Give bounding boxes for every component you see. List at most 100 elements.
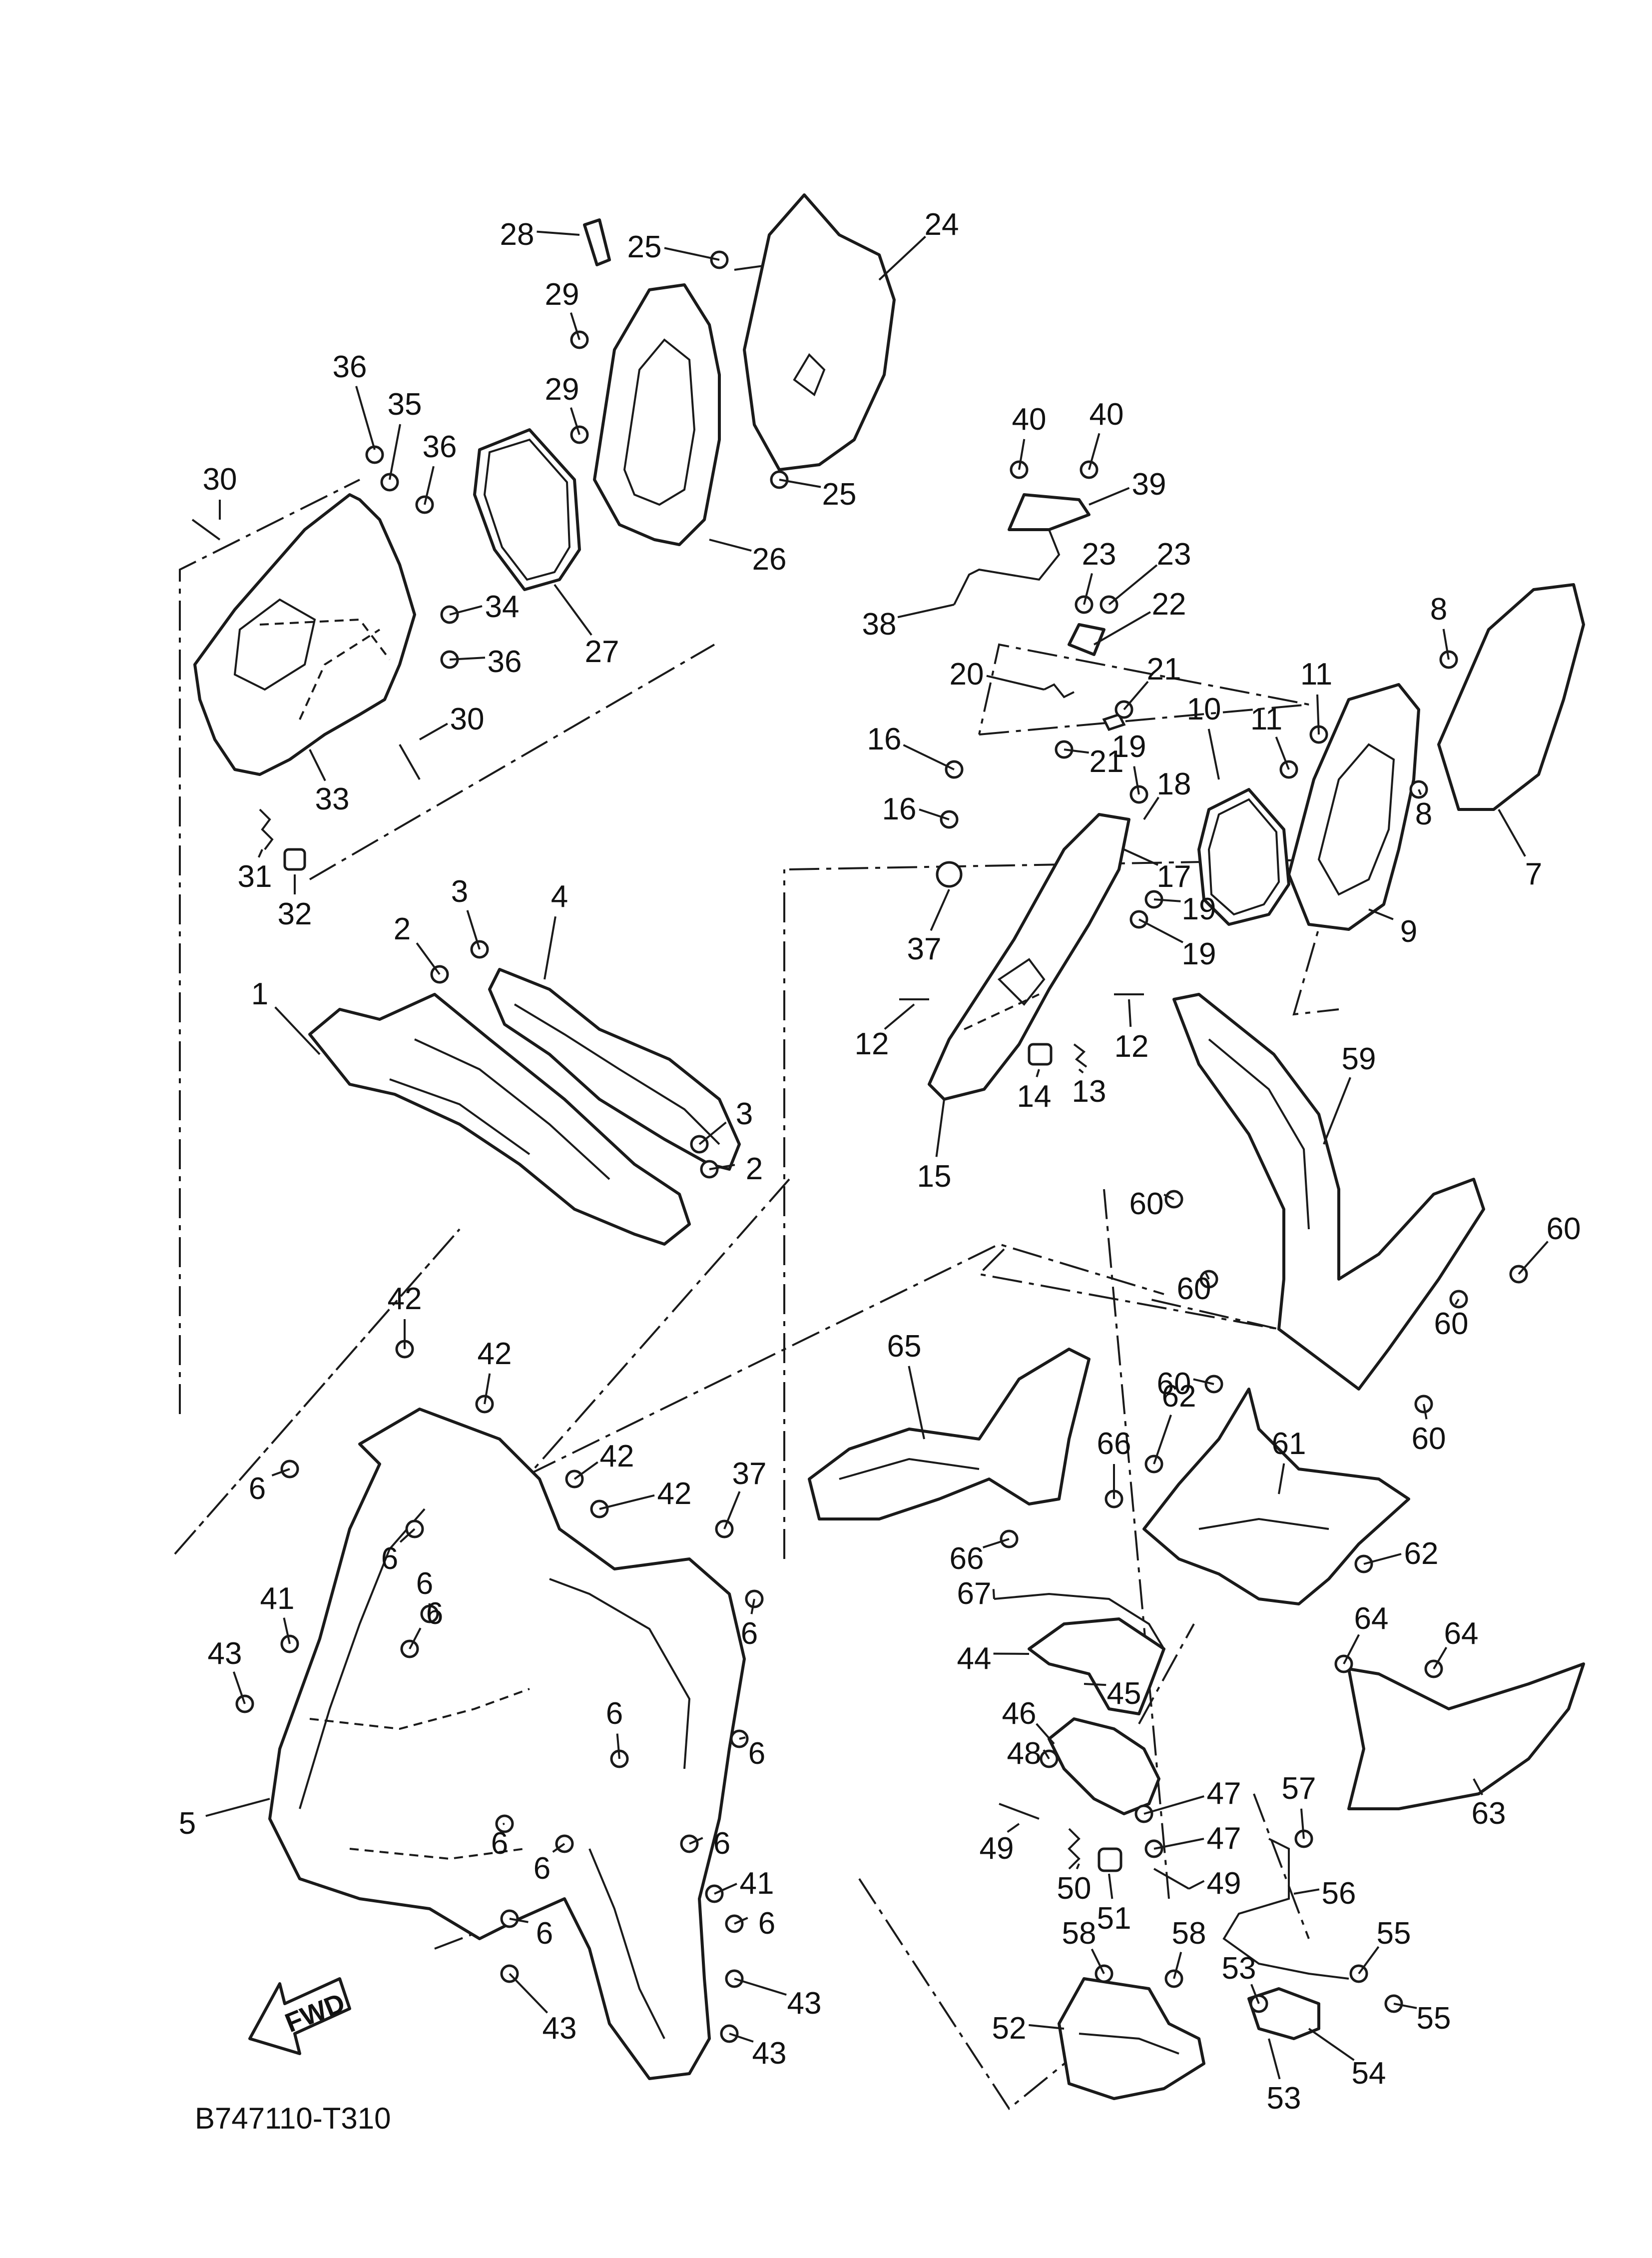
leader-6	[509, 1918, 529, 1923]
leader-59	[1323, 1077, 1351, 1145]
leader-41	[714, 1883, 737, 1895]
callout-5: 5	[179, 1806, 196, 1841]
callout-8: 8	[1415, 797, 1432, 831]
leader-21	[1064, 749, 1089, 754]
part-5-front-body	[268, 1408, 746, 2080]
callout-31: 31	[238, 859, 272, 894]
leader-48	[1043, 1749, 1050, 1760]
callout-29: 29	[545, 372, 579, 407]
callout-43: 43	[543, 2011, 577, 2046]
leader-49	[1188, 1880, 1205, 1890]
callout-36: 36	[488, 645, 522, 679]
leader-6	[750, 1598, 755, 1614]
callout-29: 29	[545, 277, 579, 312]
callout-62: 62	[1404, 1536, 1439, 1571]
callout-9: 9	[1400, 914, 1417, 949]
callout-43: 43	[752, 2036, 787, 2071]
part-10-gasket-inner	[1207, 798, 1280, 916]
callout-6: 6	[741, 1616, 758, 1651]
leader-14	[1036, 1069, 1040, 1077]
callout-17: 17	[1157, 859, 1191, 894]
leader-2	[709, 1164, 735, 1170]
callout-3: 3	[451, 874, 468, 909]
leader-3	[698, 1121, 727, 1145]
leader-13	[1078, 1068, 1084, 1074]
callout-64: 64	[1444, 1616, 1479, 1651]
leader-40	[1088, 433, 1101, 470]
leader-60	[1423, 1404, 1428, 1420]
part-52-lock	[1058, 1977, 1205, 2100]
diagram-code: B747110-T310	[195, 2102, 391, 2135]
callout-48: 48	[1007, 1736, 1042, 1771]
leader-12	[1128, 999, 1132, 1027]
part-49-pin-right	[1153, 1868, 1189, 1890]
callout-67: 67	[957, 1576, 992, 1611]
leader-47	[1153, 1838, 1204, 1850]
callout-53: 53	[1222, 1951, 1256, 1986]
group-boundaries	[174, 249, 1340, 2110]
leader-19	[1138, 918, 1183, 943]
callout-59: 59	[1342, 1042, 1376, 1076]
callout-19: 19	[1112, 730, 1146, 764]
leader-37	[930, 889, 950, 931]
callout-32: 32	[278, 897, 312, 931]
callout-42: 42	[388, 1282, 422, 1316]
fwd-arrow: FWD	[248, 1977, 351, 2055]
leader-60	[1205, 1273, 1210, 1280]
callout-35: 35	[388, 387, 422, 422]
callout-57: 57	[1282, 1771, 1316, 1806]
callout-6: 6	[491, 1826, 508, 1861]
callout-25: 25	[822, 477, 857, 512]
part-4-upper-trim	[488, 968, 741, 1171]
leader-31	[258, 849, 263, 858]
leader-18	[1143, 796, 1159, 820]
callout-12: 12	[1114, 1029, 1149, 1064]
part-30-pin-upper	[191, 519, 221, 541]
callout-6: 6	[426, 1596, 443, 1631]
callout-30: 30	[203, 462, 237, 497]
part-18-pad	[1102, 713, 1126, 732]
callout-66: 66	[1097, 1427, 1131, 1461]
leader-26	[709, 539, 752, 552]
part-32-damper	[283, 848, 306, 871]
part-1-inner-bracket	[308, 993, 691, 1246]
part-37-grommet	[936, 861, 963, 888]
part-38-cable	[953, 529, 1061, 605]
leader-60	[1518, 1241, 1549, 1275]
callout-30: 30	[450, 702, 485, 737]
callout-56: 56	[1322, 1876, 1356, 1911]
leader-45	[1084, 1683, 1106, 1686]
callout-2: 2	[746, 1152, 763, 1186]
part-9-panel	[1287, 683, 1420, 931]
leader-51	[1108, 1873, 1113, 1899]
leader-6	[409, 1627, 422, 1649]
callout-37: 37	[907, 932, 942, 966]
leader-53	[1250, 1984, 1260, 2004]
callout-21: 21	[1147, 652, 1181, 687]
callout-60: 60	[1547, 1212, 1581, 1246]
leader-17	[1123, 848, 1158, 866]
part-28-trim	[583, 218, 611, 266]
part-46-latch-housing	[1048, 1717, 1160, 1815]
callout-42: 42	[600, 1439, 634, 1474]
callout-16: 16	[867, 722, 902, 756]
callout-62: 62	[1162, 1379, 1196, 1414]
part-26-lid-frame	[593, 283, 721, 546]
leader-33	[309, 749, 326, 781]
callout-55: 55	[1417, 2001, 1451, 2036]
callout-40: 40	[1012, 402, 1047, 437]
callout-25: 25	[627, 230, 662, 264]
leader-36	[355, 386, 376, 450]
leader-46	[1036, 1723, 1055, 1745]
leader-3	[466, 910, 481, 950]
callout-46: 46	[1002, 1696, 1037, 1731]
callout-66: 66	[950, 1541, 984, 1576]
part-13-spring	[1073, 1043, 1088, 1068]
part-56-cable	[1222, 1838, 1349, 1980]
callout-18: 18	[1157, 767, 1191, 801]
callout-60: 60	[1412, 1422, 1446, 1456]
callout-6: 6	[536, 1916, 553, 1951]
callout-2: 2	[394, 912, 411, 946]
leader-24	[878, 235, 926, 281]
